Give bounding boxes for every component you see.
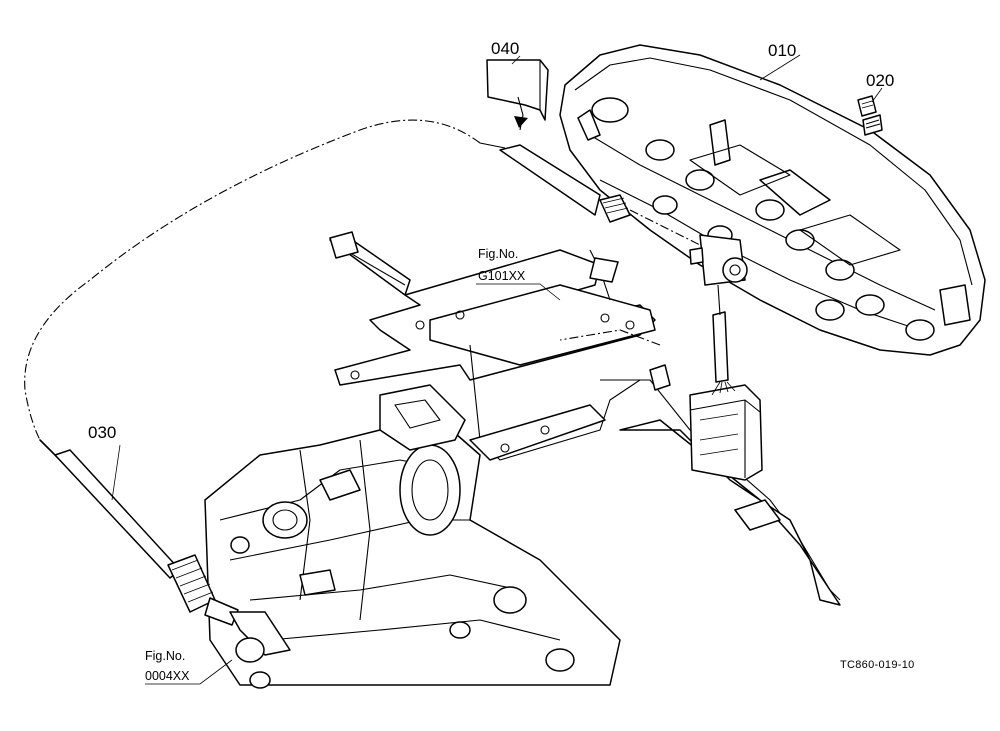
meter-cable-030 xyxy=(24,119,661,663)
mounting-frame xyxy=(329,231,841,606)
callout-030: 030 xyxy=(88,423,116,442)
callout-040: 040 xyxy=(491,39,519,58)
callout-010: 010 xyxy=(768,41,796,60)
meter-shaft xyxy=(479,142,748,286)
ref-upper-label: Fig.No. xyxy=(478,247,518,261)
leader-040 xyxy=(511,55,521,65)
leader-0004xx xyxy=(145,659,233,685)
cover-040 xyxy=(486,59,549,131)
leader-020 xyxy=(871,87,883,103)
transmission-housing xyxy=(204,384,621,689)
callout-020: 020 xyxy=(866,71,894,90)
drawing-code: TC860-019-10 xyxy=(840,659,915,671)
leader-010 xyxy=(759,54,801,81)
ref-upper-code: G101XX xyxy=(478,269,526,283)
ref-lower-code: 0004XX xyxy=(145,669,190,683)
ref-lower-label: Fig.No. xyxy=(145,649,185,663)
screw-020 xyxy=(857,95,883,136)
leader-030 xyxy=(111,444,121,501)
leader-lines xyxy=(111,54,883,685)
instrument-panel-010 xyxy=(559,44,986,356)
wire-harness xyxy=(689,284,763,481)
leader-g101xx xyxy=(476,283,561,301)
